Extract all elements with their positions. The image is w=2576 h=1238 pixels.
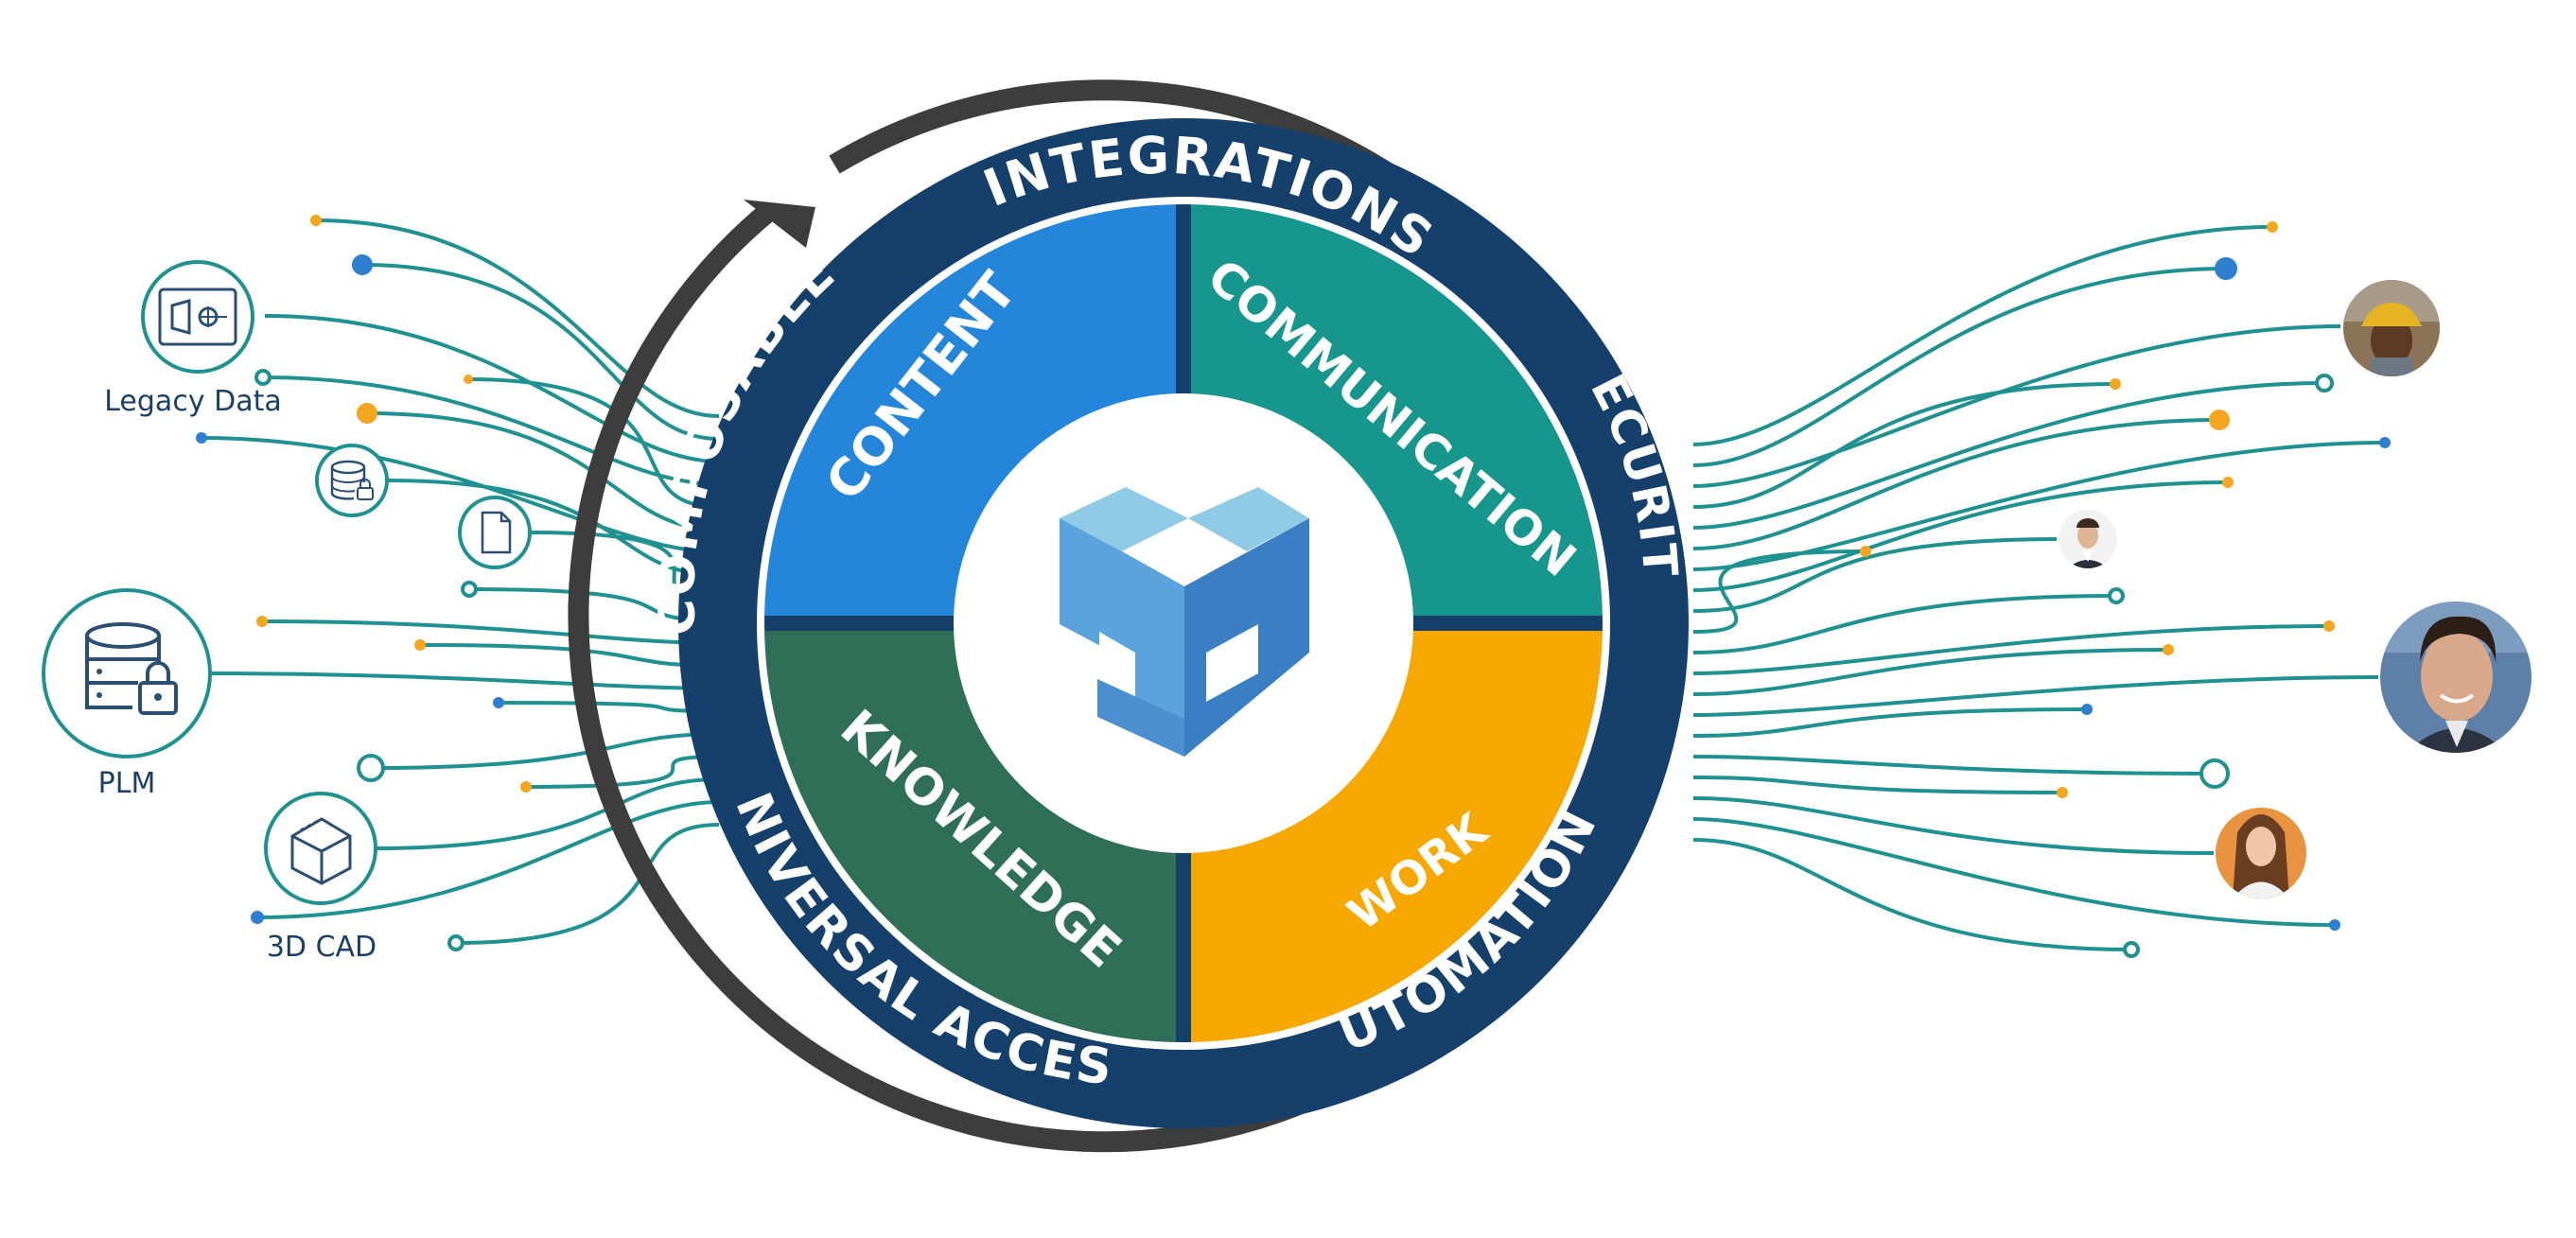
connector-line: [1692, 537, 2059, 613]
connector-ring: [2108, 587, 2125, 604]
connector-ring: [2199, 758, 2230, 789]
connector-line: [1692, 776, 2063, 794]
cad-label: 3D CAD: [267, 931, 377, 964]
connector-line: [1692, 549, 1866, 634]
connector-line: [1692, 796, 2215, 855]
connector-line: [256, 800, 720, 919]
connector-line: [1692, 381, 2325, 530]
connector-dot: [2379, 437, 2391, 448]
legacy-data-label: Legacy Data: [104, 385, 282, 418]
connector-line: [201, 436, 720, 554]
connector-line: [1692, 817, 2336, 927]
woman-avatar: [2214, 806, 2308, 900]
connector-dot: [520, 781, 532, 793]
database-lock-icon: [330, 460, 374, 500]
connector-line: [207, 671, 720, 690]
connector-dot: [357, 403, 377, 424]
connector-dot: [256, 616, 268, 627]
connector-line: [1692, 382, 2116, 509]
connector-line: [1692, 648, 2169, 696]
connector-line: [1692, 707, 2088, 738]
connector-line: [1692, 594, 2117, 654]
connector-line: [387, 479, 720, 577]
database-stack-lock-icon: [85, 622, 178, 715]
connector-dot: [2222, 477, 2234, 488]
connector-dot: [2057, 787, 2068, 798]
cube-icon: [290, 817, 352, 885]
database-lock-source: [315, 444, 389, 517]
connector-ring: [2123, 941, 2140, 958]
connector-dot: [2329, 919, 2340, 931]
connector-line: [1692, 267, 2227, 467]
right-connector-lines: [1692, 221, 2391, 958]
cad-source: 3D CAD: [264, 792, 377, 964]
connector-dot: [414, 639, 426, 651]
connector-dot: [352, 254, 373, 275]
logo-cube-icon: [1060, 487, 1309, 757]
connector-line: [467, 377, 720, 509]
worker-avatar: [2340, 277, 2443, 379]
connector-line: [1692, 418, 2220, 550]
connector-line: [1692, 480, 2229, 592]
connector-line: [455, 823, 720, 945]
connector-line: [1692, 838, 2132, 951]
audit-trail-label: AUDIT TRAIL TRACEABILITY: [1031, 1143, 1362, 1209]
connector-dot: [251, 911, 264, 924]
connector-dot: [2267, 221, 2278, 233]
connector-ring: [447, 934, 464, 951]
connector-dot: [196, 432, 207, 444]
connector-dot: [2163, 644, 2174, 655]
connector-line: [262, 375, 720, 486]
connector-line: [1692, 755, 2216, 776]
man-avatar: [2057, 508, 2119, 570]
connector-dot: [493, 697, 504, 708]
legacy-data-source: Legacy Data: [104, 260, 282, 418]
connector-dot: [2323, 620, 2335, 632]
connector-ring: [254, 369, 272, 386]
connector-line: [315, 218, 720, 418]
document-source: [458, 496, 532, 569]
document-icon: [481, 511, 512, 554]
connector-dot: [1860, 546, 1871, 557]
connector-line: [261, 619, 720, 645]
connector-dot: [464, 375, 473, 384]
connector-line: [1692, 441, 2386, 571]
connector-line: [1692, 675, 2379, 717]
connector-ring: [2315, 374, 2334, 392]
smiling-man-avatar: [2378, 600, 2533, 755]
connector-dot: [2110, 378, 2121, 390]
connector-ring: [461, 581, 478, 598]
connector-line: [264, 314, 720, 463]
connector-line: [1692, 324, 2342, 488]
connector-line: [374, 777, 720, 850]
connector-dot: [2081, 704, 2093, 715]
connector-dot: [310, 215, 322, 226]
connector-ring: [357, 754, 385, 782]
connector-line: [1692, 225, 2273, 446]
connector-line: [361, 263, 720, 441]
server-icon: [158, 288, 237, 346]
connector-dot: [2215, 257, 2237, 280]
plm-source: PLM: [42, 588, 212, 800]
arrowhead-icon: [744, 200, 815, 248]
connector-line: [370, 732, 720, 770]
plm-label: PLM: [98, 767, 156, 800]
connector-dot: [2209, 410, 2230, 430]
connector-line: [1692, 624, 2330, 675]
